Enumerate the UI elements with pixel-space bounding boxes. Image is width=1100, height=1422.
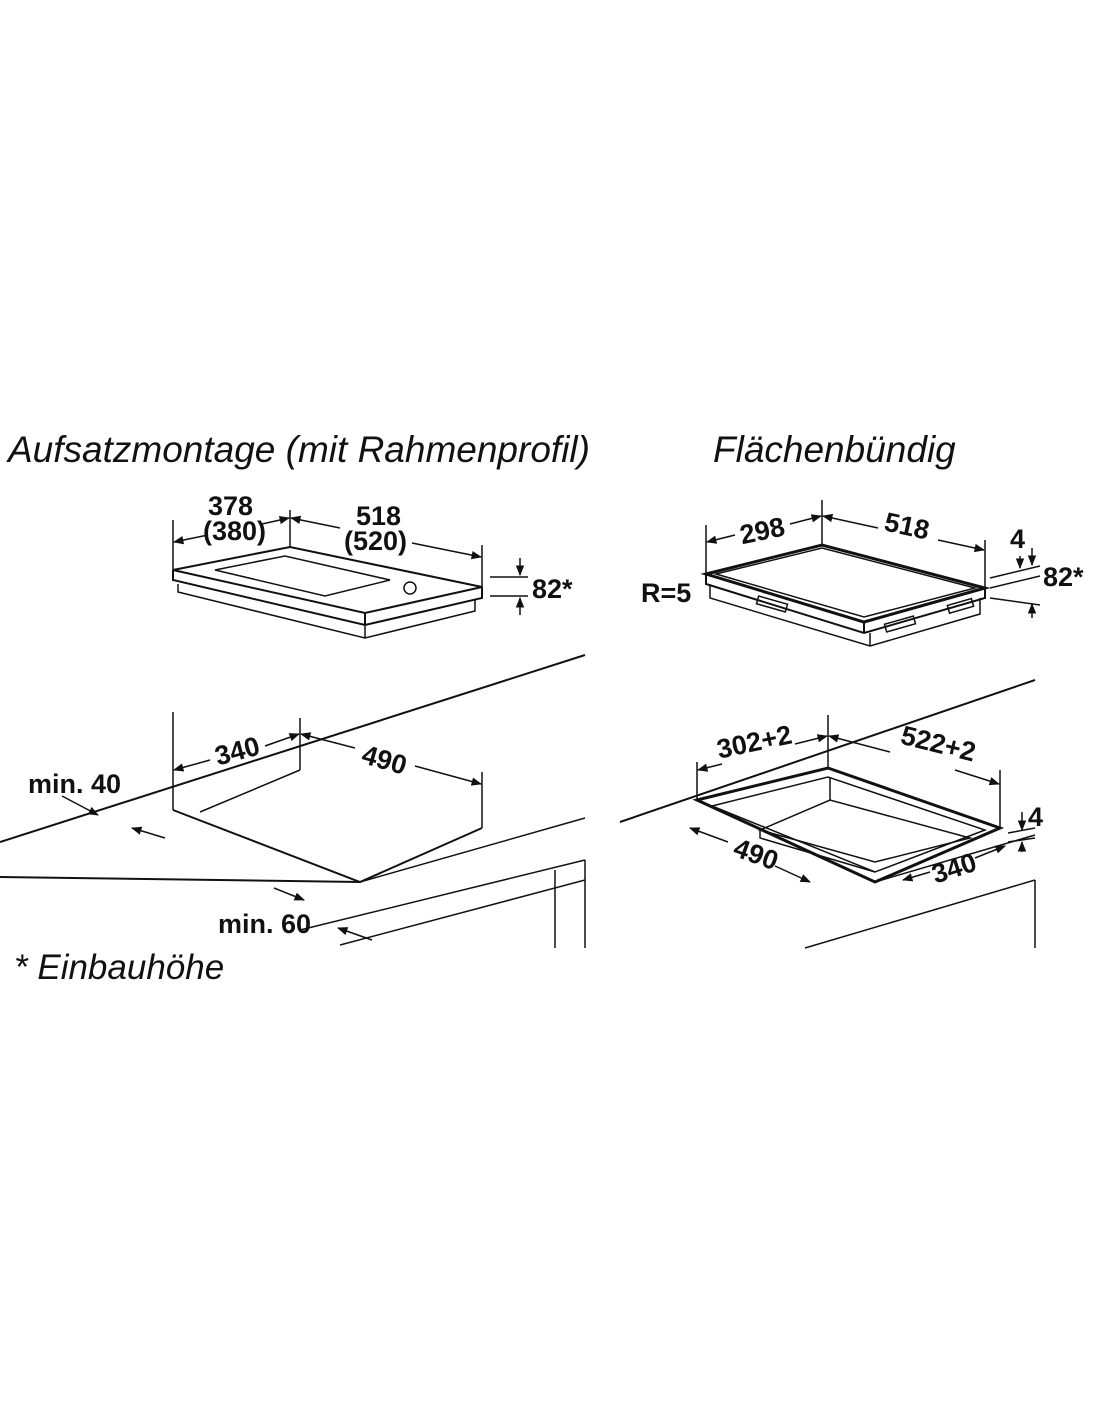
right-cutout-drawing	[619, 679, 1036, 949]
right-dim-height: 82*	[1043, 562, 1084, 592]
footnote: * Einbauhöhe	[14, 948, 224, 987]
left-dim-min-front: min. 40	[28, 769, 121, 799]
left-dim-cutout-a: 340	[212, 731, 263, 772]
right-hob-drawing	[700, 500, 1041, 647]
right-dim-cutout-a: 302+2	[714, 719, 794, 764]
left-dim-cutout-b: 490	[359, 739, 411, 780]
left-dim-width-a: 378	[208, 491, 253, 521]
left-hob-drawing	[172, 510, 528, 639]
left-section-title: Aufsatzmontage (mit Rahmenprofil)	[6, 429, 590, 470]
right-dim-depth: 4	[1028, 802, 1043, 832]
right-dim-radius: R=5	[641, 578, 691, 608]
left-dim-height: 82*	[532, 574, 573, 604]
left-dim-min-back: min. 60	[218, 909, 311, 939]
right-dim-inner-a: 490	[730, 833, 783, 877]
right-dim-cutout-b: 522+2	[898, 720, 979, 767]
left-dim-width-b-alt: (520)	[344, 526, 407, 556]
right-dim-width-a: 298	[737, 512, 787, 551]
left-dim-width-b: 518	[356, 501, 401, 531]
right-dim-edge: 4	[1010, 524, 1025, 554]
left-dim-width-a-alt: (380)	[203, 516, 266, 546]
right-dim-width-b: 518	[882, 507, 932, 546]
right-dim-inner-b: 340	[928, 847, 980, 889]
right-section-title: Flächenbündig	[713, 429, 956, 470]
left-cutout-drawing	[0, 654, 586, 948]
